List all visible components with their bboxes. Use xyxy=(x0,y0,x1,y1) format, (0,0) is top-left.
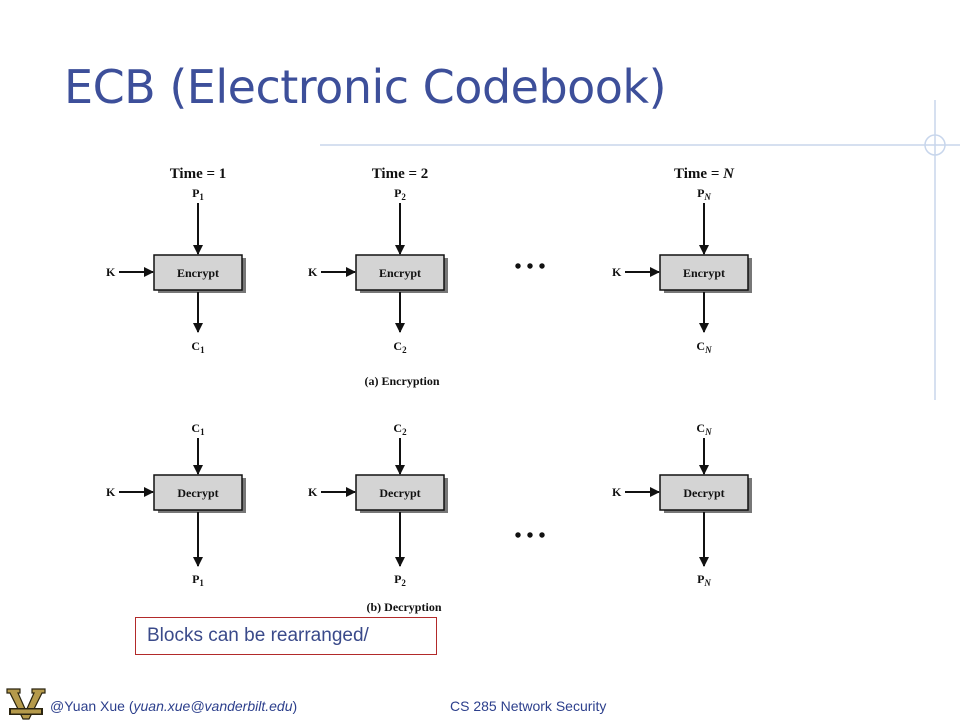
encrypt-box-2 xyxy=(355,254,445,291)
plaintext-label-1: P1 xyxy=(192,186,204,202)
dec-plaintext-label-n: PN xyxy=(697,572,711,588)
encrypt-box-label-1: Encrypt xyxy=(177,266,219,280)
vanderbilt-v-logo-icon xyxy=(6,688,46,720)
decrypt-box-2 xyxy=(355,474,445,511)
dec-plaintext-label-1: P1 xyxy=(192,572,204,588)
dec-column-n: CN K Decrypt PN xyxy=(612,421,752,588)
key-label: K xyxy=(612,265,622,279)
footer-author: @Yuan Xue (yuan.xue@vanderbilt.edu) xyxy=(50,698,297,714)
encrypt-box-1 xyxy=(153,254,243,291)
ellipsis: • • • xyxy=(514,525,545,547)
decrypt-box-1 xyxy=(153,474,243,511)
slide-title: ECB (Electronic Codebook) xyxy=(64,60,667,114)
encrypt-box-label-2: Encrypt xyxy=(379,266,421,280)
key-label: K xyxy=(106,485,116,499)
key-label: K xyxy=(308,485,318,499)
ellipsis: • • • xyxy=(514,256,545,278)
dec-plaintext-label-2: P2 xyxy=(394,572,406,588)
dec-column-1: C1 K Decrypt P1 xyxy=(106,421,246,588)
ciphertext-label-2: C2 xyxy=(393,339,407,355)
ciphertext-label-n: CN xyxy=(696,339,712,355)
decrypt-box-label-2: Decrypt xyxy=(379,486,420,500)
dec-column-2: C2 K Decrypt P2 xyxy=(308,421,448,588)
footer-author-suffix: ) xyxy=(292,698,298,714)
rearrange-note-callout: Blocks can be rearranged/ xyxy=(135,617,437,655)
decor-circle xyxy=(924,134,946,156)
plaintext-label-2: P2 xyxy=(394,186,406,202)
footer-author-email[interactable]: yuan.xue@vanderbilt.edu xyxy=(133,698,293,714)
enc-column-2: Time = 2 P2 K Encrypt C2 xyxy=(308,166,448,355)
time-label-1: Time = 1 xyxy=(170,166,227,182)
encrypt-box-n xyxy=(659,254,749,291)
decrypt-box-label-n: Decrypt xyxy=(683,486,724,500)
footer-course: CS 285 Network Security xyxy=(450,698,607,714)
enc-column-1: Time = 1 P1 K Encrypt C1 xyxy=(106,166,246,355)
encrypt-box-label-n: Encrypt xyxy=(683,266,725,280)
decrypt-box-n xyxy=(659,474,749,511)
dec-ciphertext-label-n: CN xyxy=(696,421,712,437)
ciphertext-label-1: C1 xyxy=(191,339,205,355)
footer-author-prefix: @Yuan Xue ( xyxy=(50,698,134,714)
time-label-n: Time = N xyxy=(674,166,735,182)
plaintext-label-n: PN xyxy=(697,186,711,202)
decryption-caption: (b) Decryption xyxy=(367,600,442,614)
decrypt-box-label-1: Decrypt xyxy=(177,486,218,500)
key-label: K xyxy=(612,485,622,499)
encryption-caption: (a) Encryption xyxy=(365,374,440,388)
dec-ciphertext-label-1: C1 xyxy=(191,421,205,437)
key-label: K xyxy=(308,265,318,279)
dec-ciphertext-label-2: C2 xyxy=(393,421,407,437)
enc-column-n: Time = N PN K Encrypt CN xyxy=(612,166,752,355)
time-label-2: Time = 2 xyxy=(372,166,429,182)
key-label: K xyxy=(106,265,116,279)
